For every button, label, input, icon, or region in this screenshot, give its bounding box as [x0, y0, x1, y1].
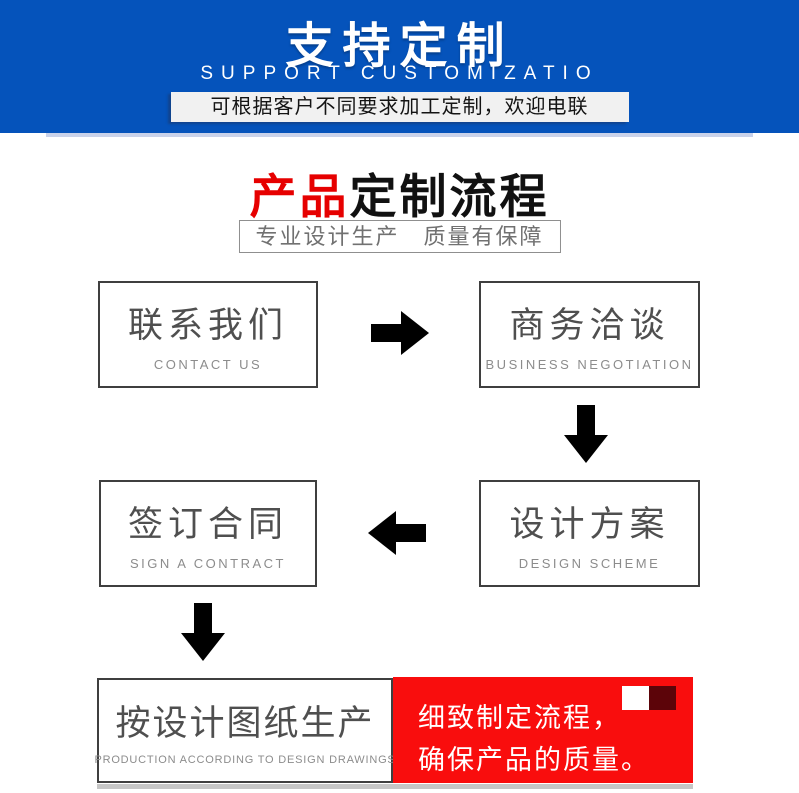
- arrow-left-icon: [368, 511, 426, 555]
- banner-subtitle: SUPPORT CUSTOMIZATIO: [200, 63, 599, 84]
- arrow-head: [564, 435, 608, 463]
- step-zh-label: 联系我们: [127, 306, 288, 345]
- banner-bottom-shadow: [46, 133, 753, 137]
- step-en-label: DESIGN SCHEME: [518, 556, 661, 571]
- arrow-body: [577, 405, 595, 435]
- banner-title: 支持定制: [285, 20, 514, 73]
- flow-step-contract: 签订合同 SIGN A CONTRACT: [99, 480, 317, 587]
- arrow-head: [401, 311, 429, 355]
- arrow-head: [181, 633, 225, 661]
- customization-banner: 支持定制 SUPPORT CUSTOMIZATIO 可根据客户不同要求加工定制，…: [0, 0, 799, 133]
- section-title-accent: 产品: [249, 170, 350, 223]
- flow-step-contact: 联系我们 CONTACT US: [98, 281, 318, 388]
- flow-step-production: 按设计图纸生产 PRODUCTION ACCORDING TO DESIGN D…: [94, 678, 396, 783]
- arrow-body: [396, 524, 426, 542]
- section-title: 产品定制流程: [0, 158, 799, 227]
- step-en-label: SIGN A CONTRACT: [130, 556, 286, 571]
- step-en-label: CONTACT US: [153, 357, 263, 372]
- step-zh-label: 商务洽谈: [509, 306, 670, 345]
- callout-square-maroon: [649, 686, 676, 710]
- step-zh-label: 按设计图纸生产: [115, 704, 375, 743]
- step-en-label: PRODUCTION ACCORDING TO DESIGN DRAWINGS: [94, 754, 396, 766]
- tagline-box: 专业设计生产 质量有保障: [238, 220, 561, 253]
- arrow-right-icon: [371, 311, 429, 355]
- flow-step-design: 设计方案 DESIGN SCHEME: [479, 480, 700, 587]
- callout-line-1: 细致制定流程，: [418, 703, 621, 733]
- flow-bottom-shadow: [97, 784, 693, 789]
- arrow-down-icon: [181, 603, 225, 661]
- arrow-head: [368, 511, 396, 555]
- flow-step-negotiation: 商务洽谈 BUSINESS NEGOTIATION: [479, 281, 700, 388]
- step-zh-label: 签订合同: [127, 505, 288, 544]
- arrow-down-icon: [564, 405, 608, 463]
- section-title-rest: 定制流程: [349, 170, 550, 223]
- callout-line-2: 确保产品的质量。: [418, 745, 650, 775]
- callout-square-white: [622, 686, 649, 710]
- arrow-body: [194, 603, 212, 633]
- step-en-label: BUSINESS NEGOTIATION: [485, 357, 694, 372]
- arrow-body: [371, 324, 401, 342]
- step-zh-label: 设计方案: [509, 505, 670, 544]
- callout-box: 细致制定流程， 确保产品的质量。: [393, 677, 693, 783]
- banner-note: 可根据客户不同要求加工定制，欢迎电联: [170, 92, 629, 122]
